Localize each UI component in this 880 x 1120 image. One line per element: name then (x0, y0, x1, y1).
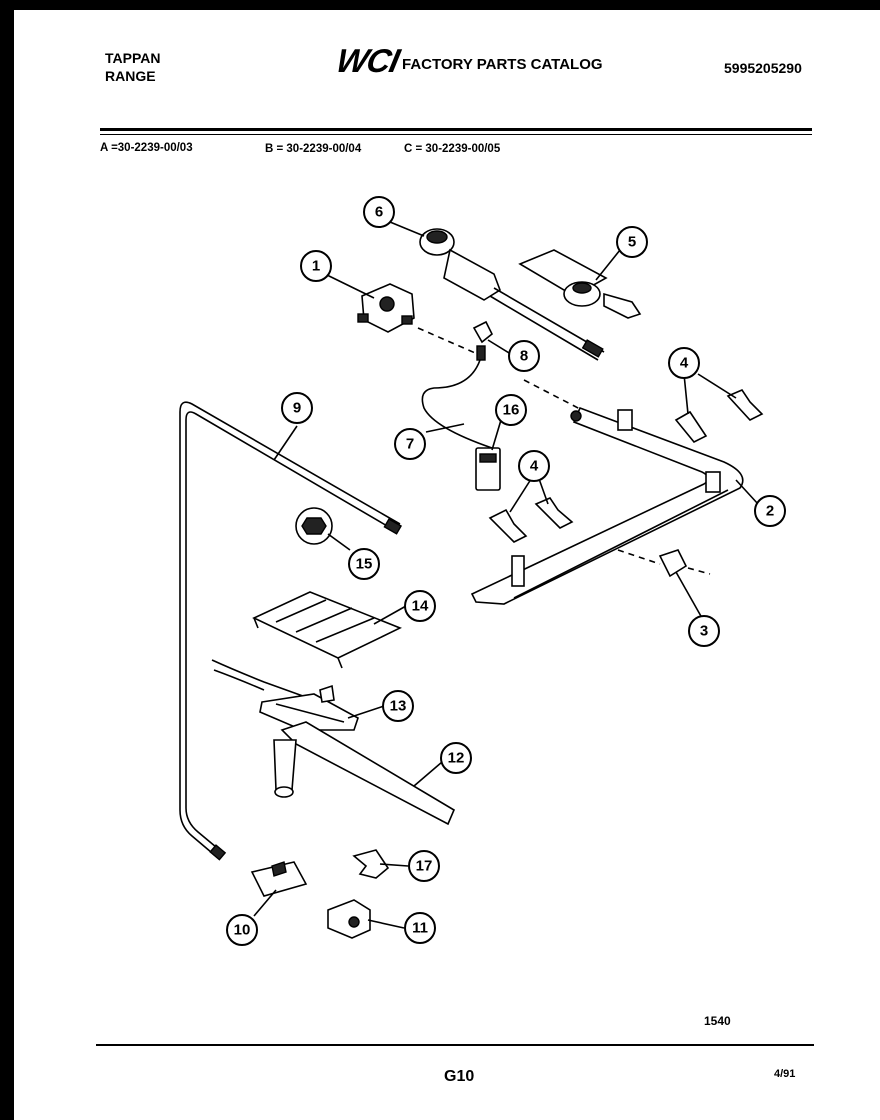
svg-text:17: 17 (416, 858, 433, 875)
figure-code: 1540 (704, 1014, 731, 1028)
callout-1: 1 (300, 250, 332, 282)
clip-part-17 (352, 849, 390, 879)
bracket-part-11 (327, 899, 371, 939)
orifice-part-4-upper-a (674, 410, 708, 444)
catalog-number: 5995205290 (724, 60, 802, 76)
heat-shield-part-14 (252, 591, 402, 659)
orifice-part-4-lower-b (534, 497, 574, 529)
thermocouple-part-7 (421, 359, 493, 449)
igniter-wires (211, 659, 315, 701)
svg-text:14: 14 (412, 598, 429, 615)
svg-text:4: 4 (530, 458, 539, 475)
callout-15: 15 (348, 548, 380, 580)
svg-text:16: 16 (503, 402, 520, 419)
header-rule-thick (100, 128, 812, 131)
callout-11: 11 (404, 912, 436, 944)
callout-8: 8 (508, 340, 540, 372)
svg-text:10: 10 (234, 922, 251, 939)
svg-text:6: 6 (375, 204, 383, 221)
gas-tube-part-9 (179, 401, 401, 859)
tube-fitting-bottom (209, 844, 227, 861)
svg-text:3: 3 (700, 623, 708, 640)
catalog-title: FACTORY PARTS CATALOG (402, 56, 603, 73)
tube-fitting-top (383, 518, 403, 535)
svg-text:15: 15 (356, 556, 373, 573)
callout-14: 14 (404, 590, 436, 622)
model-a: A =30-2239-00/03 (100, 142, 193, 154)
parts-catalog-page: TAPPAN RANGE WCI FACTORY PARTS CATALOG 5… (14, 10, 880, 1120)
brand-line-1: TAPPAN (105, 50, 161, 66)
callout-13: 13 (382, 690, 414, 722)
model-b: B = 30-2239-00/04 (265, 143, 362, 155)
callout-17: 17 (408, 850, 440, 882)
svg-text:13: 13 (390, 698, 407, 715)
svg-text:8: 8 (520, 348, 528, 365)
callout-12: 12 (440, 742, 472, 774)
callout-7: 7 (394, 428, 426, 460)
exploded-parts-diagram: 1 2 3 4 4 5 6 7 8 9 10 11 12 13 14 15 16… (179, 196, 786, 946)
publication-date: 4/91 (774, 1068, 796, 1080)
svg-text:4: 4 (680, 355, 689, 372)
svg-text:9: 9 (293, 400, 301, 417)
callout-16: 16 (495, 394, 527, 426)
model-c: C = 30-2239-00/05 (404, 143, 501, 155)
callout-10: 10 (226, 914, 258, 946)
svg-text:7: 7 (406, 436, 414, 453)
orifice-part-4-upper-b (726, 389, 764, 421)
callout-3: 3 (688, 615, 720, 647)
clip-part-3 (658, 549, 688, 578)
page-code: G10 (444, 1068, 475, 1085)
fitting-part-8 (472, 320, 494, 344)
callout-5: 5 (616, 226, 648, 258)
brand-line-2: RANGE (105, 68, 156, 84)
callout-4-upper: 4 (668, 347, 700, 379)
callout-2: 2 (754, 495, 786, 527)
svg-text:5: 5 (628, 234, 636, 251)
footer-rule (96, 1044, 814, 1046)
svg-text:1: 1 (312, 258, 320, 275)
callout-6: 6 (363, 196, 395, 228)
callout-9: 9 (281, 392, 313, 424)
callout-4-lower: 4 (518, 450, 550, 482)
svg-text:11: 11 (412, 920, 428, 937)
svg-text:2: 2 (766, 503, 774, 520)
orifice-part-4-lower-a (488, 508, 528, 543)
header-rule-thin (100, 134, 812, 135)
svg-text:12: 12 (448, 750, 465, 767)
